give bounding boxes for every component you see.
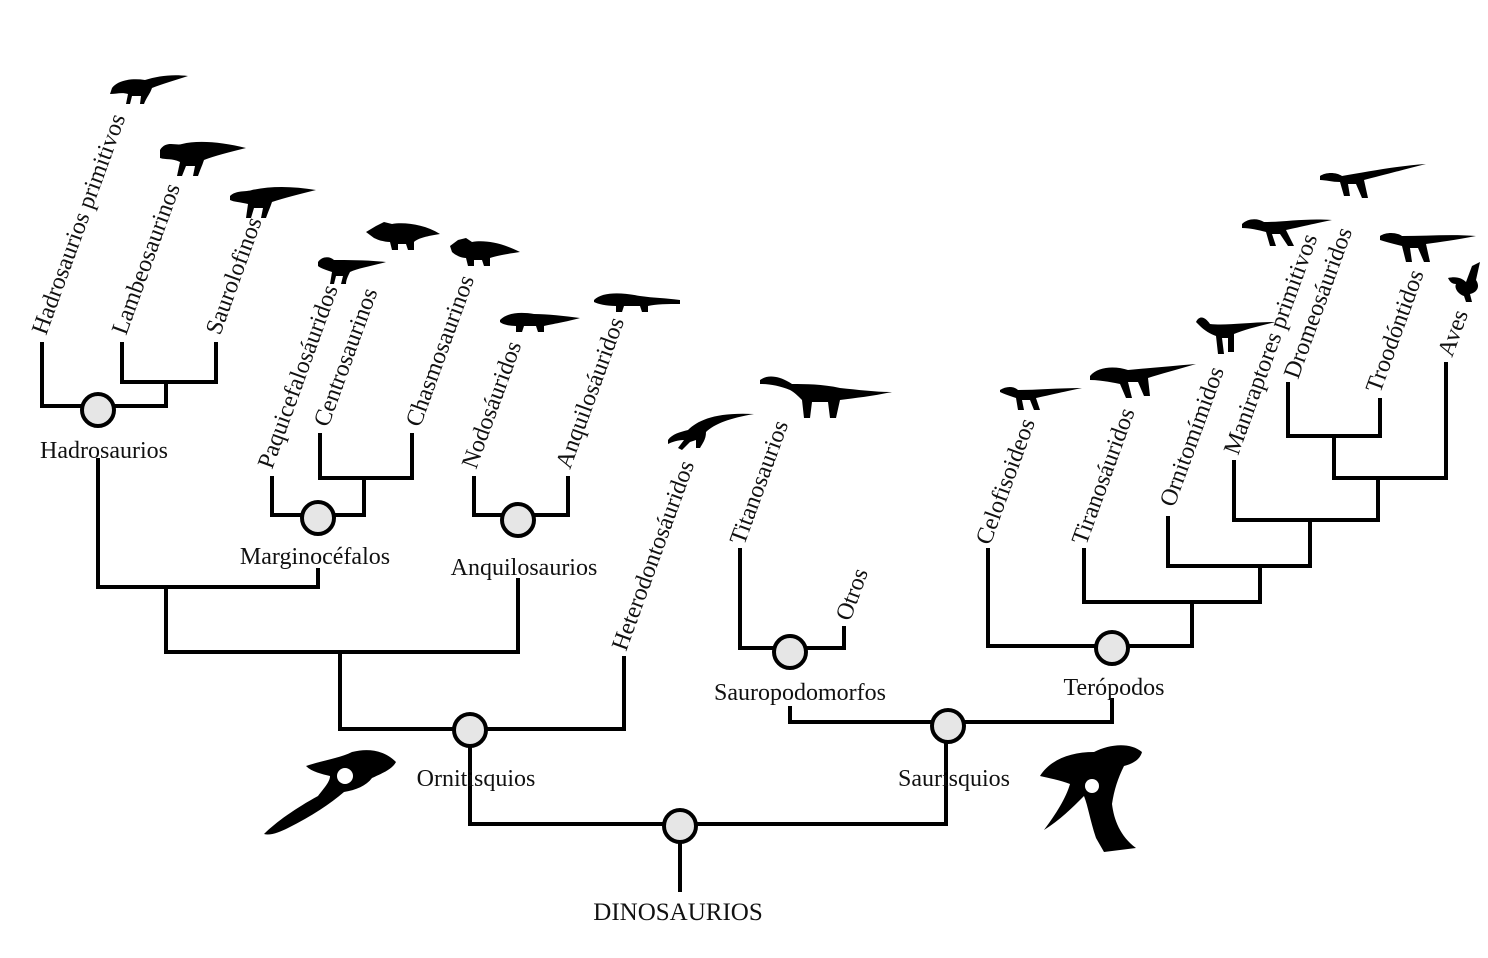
branch-theropod-4 xyxy=(1232,460,1380,522)
node-hadrosaurios xyxy=(80,392,116,428)
leaf-heterodontosauridos: Heterodontosáuridos xyxy=(607,457,700,654)
tree-nodes xyxy=(80,392,1130,844)
clade-label-teropodos: Terópodos xyxy=(1064,675,1165,701)
branch-dinosauria-split xyxy=(468,725,948,826)
branch-lambeo-saurolo xyxy=(120,342,218,384)
pelvis-right-foramen xyxy=(1085,779,1099,793)
clade-label-marginocefalos: Marginocéfalos xyxy=(240,544,390,570)
node-ornitisquios xyxy=(452,712,488,748)
silhouette-saurischian-pelvis xyxy=(1040,745,1142,852)
silhouette-coelophysoid xyxy=(1000,387,1082,410)
silhouette-titanosaur xyxy=(760,376,892,418)
branch-teropodos xyxy=(986,548,1194,648)
leaf-celofisoideos: Celofisoideos xyxy=(971,415,1041,548)
clade-labels: DINOSAURIOS Ornitisquios Saurisquios Had… xyxy=(40,438,1164,926)
leaf-saurolofinos: Saurolofinos xyxy=(201,214,267,338)
silhouette-lambeosaurine xyxy=(160,141,246,176)
branch-theropod-5 xyxy=(1332,362,1448,480)
leaf-troodontidos: Troodóntidos xyxy=(1361,266,1429,396)
silhouette-dromaeosaur xyxy=(1320,164,1426,198)
silhouette-tyrannosaur xyxy=(1090,364,1196,398)
leaf-nodosauridos: Nodosáuridos xyxy=(457,338,527,472)
branch-dromeo-troodon xyxy=(1286,382,1382,438)
node-saurisquios xyxy=(930,708,966,744)
pelvis-left-foramen xyxy=(337,768,353,784)
silhouette-troodontid xyxy=(1380,233,1476,262)
node-sauropodomorfos xyxy=(772,634,808,670)
node-teropodos xyxy=(1094,630,1130,666)
branch-sauropodomorfos xyxy=(738,548,846,650)
leaf-chasmosaurinos: Chasmosaurinos xyxy=(401,272,480,430)
silhouette-nodosaur xyxy=(500,312,580,332)
node-dinosaurios xyxy=(662,808,698,844)
silhouette-chasmosaurine xyxy=(450,238,520,266)
branch-theropod-2 xyxy=(1082,548,1262,604)
leaf-anquilosauridos: Anquilosáuridos xyxy=(551,314,630,472)
silhouette-bird xyxy=(1448,262,1480,302)
silhouettes xyxy=(110,75,1480,852)
leaf-lambeosaurinos: Lambeosaurinos xyxy=(107,180,186,338)
silhouette-ornithomimid xyxy=(1196,317,1276,354)
clade-label-sauropodomorfos: Sauropodomorfos xyxy=(714,680,886,706)
leaf-aves: Aves xyxy=(1433,306,1474,360)
leaf-otros: Otros xyxy=(831,565,874,624)
node-anquilosaurios xyxy=(500,502,536,538)
silhouette-heterodontosaur xyxy=(668,413,754,450)
branch-theropod-3 xyxy=(1166,516,1312,568)
root-label: DINOSAURIOS xyxy=(593,899,762,926)
silhouette-hadrosaur-primitive xyxy=(110,75,188,104)
clade-label-anquilosaurios: Anquilosaurios xyxy=(451,555,598,581)
branch-hadro-margino xyxy=(96,458,320,589)
node-marginocefalos xyxy=(300,500,336,536)
silhouette-early-maniraptoran xyxy=(1242,219,1332,246)
clade-label-hadrosaurios: Hadrosaurios xyxy=(40,438,168,464)
branch-ceratopsians xyxy=(318,433,414,480)
leaf-ornitomimidos: Ornitomímidos xyxy=(1155,363,1230,510)
leaf-titanosaurios: Titanosaurios xyxy=(725,417,794,548)
silhouette-pachycephalosaur xyxy=(318,257,386,284)
silhouette-centrosaurine xyxy=(366,222,440,250)
silhouette-ornithischian-pelvis xyxy=(264,750,396,835)
leaf-tiranosauridos: Tiranosáuridos xyxy=(1067,405,1140,548)
tree-branches xyxy=(40,342,1448,892)
silhouette-saurolophine xyxy=(230,187,316,218)
clade-label-saurisquios: Saurisquios xyxy=(898,766,1010,792)
clade-label-ornitisquios: Ornitisquios xyxy=(417,766,536,792)
branch-ornithischia-crown xyxy=(164,578,520,654)
silhouette-ankylosaur xyxy=(594,293,680,312)
